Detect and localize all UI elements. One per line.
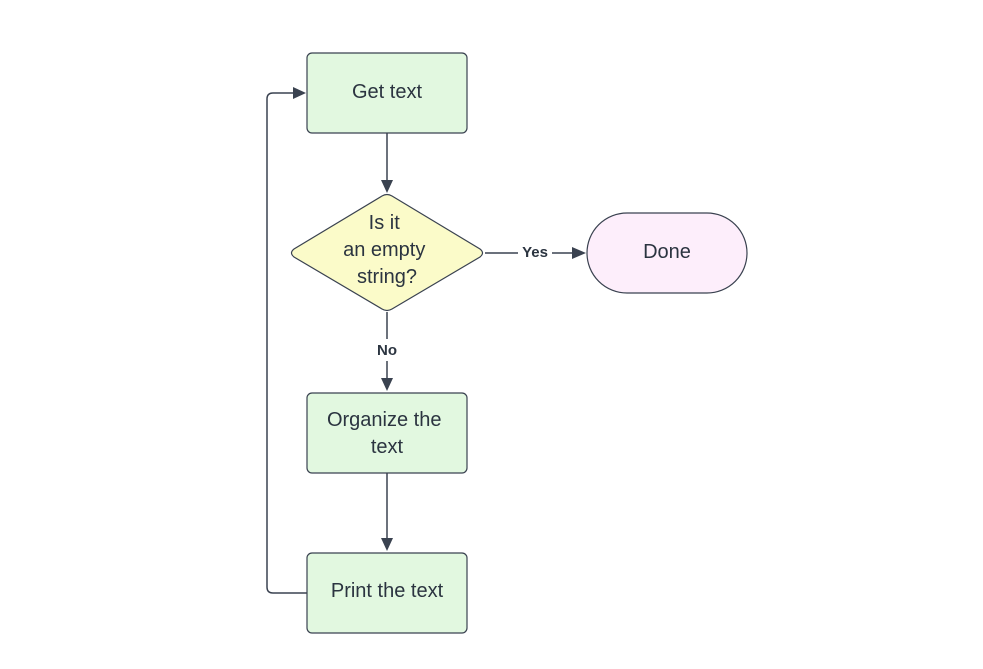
print-line-1: Print the text <box>331 580 444 602</box>
node-print: Print the text <box>306 552 468 634</box>
edge-loop-back <box>266 92 307 594</box>
connectors <box>266 87 586 594</box>
done-label: Done <box>643 241 691 263</box>
organize-label: Organize the text <box>327 409 447 458</box>
arrowhead-to-decision <box>381 180 393 193</box>
arrowhead-to-organize <box>381 378 393 391</box>
print-box <box>306 552 468 634</box>
get-text-box <box>306 52 468 134</box>
node-get-text: Get text <box>306 52 468 134</box>
decision-line-2: an empty <box>343 239 425 261</box>
node-done: Done <box>586 212 748 294</box>
decision-line-1: Is it <box>369 212 401 234</box>
arrowhead-to-done <box>572 247 586 259</box>
decision-label: Is it an empty string? <box>343 212 431 288</box>
print-label: Print the text <box>331 580 444 602</box>
no-label-background <box>372 339 402 361</box>
done-line-1: Done <box>643 241 691 263</box>
yes-label-background <box>518 242 552 262</box>
edge-labels: Yes No <box>372 242 552 361</box>
get-text-line-1: Get text <box>352 81 422 103</box>
organize-line-1: Organize the <box>327 409 442 431</box>
decision-diamond <box>290 193 484 312</box>
get-text-label: Get text <box>352 81 422 103</box>
yes-label: Yes <box>522 244 548 261</box>
node-organize: Organize the text <box>306 392 468 474</box>
decision-line-3: string? <box>357 266 417 288</box>
arrowhead-loop-to-get-text <box>293 87 306 99</box>
organize-box <box>306 392 468 474</box>
node-decision: Is it an empty string? <box>290 193 484 312</box>
done-terminal <box>586 212 748 294</box>
arrowhead-to-print <box>381 538 393 551</box>
organize-line-2: text <box>371 436 404 458</box>
no-label: No <box>377 342 397 359</box>
